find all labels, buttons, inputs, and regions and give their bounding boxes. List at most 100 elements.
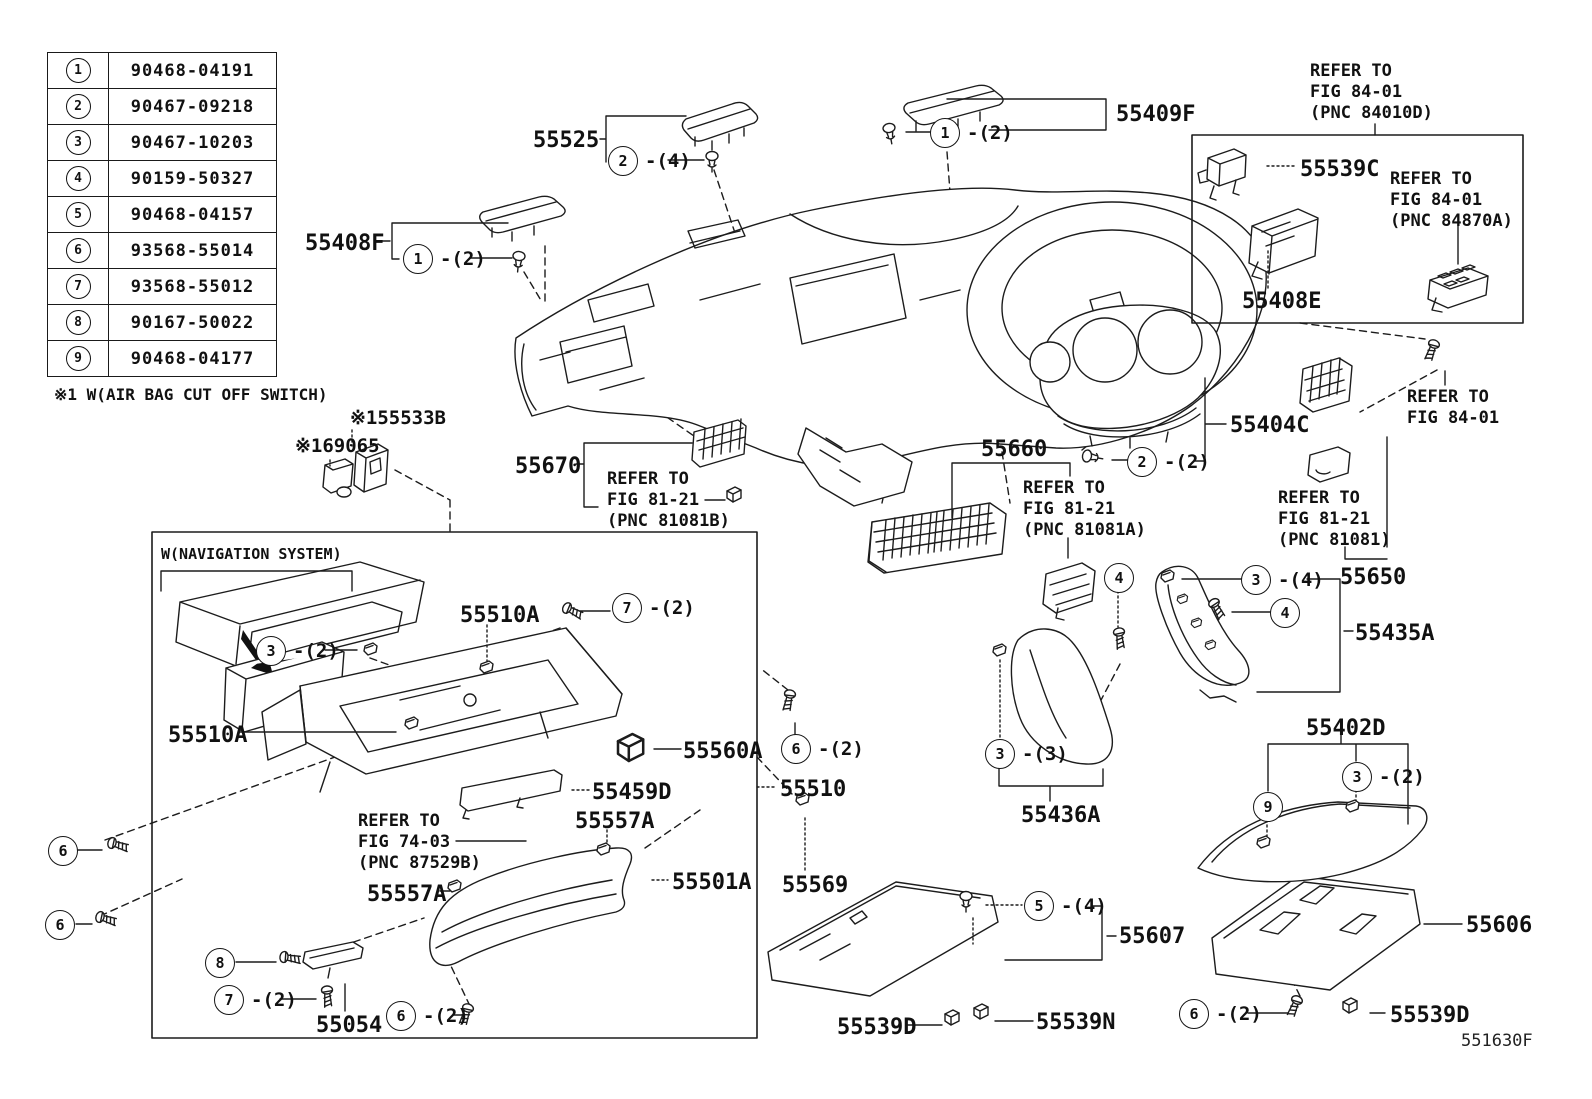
part-55539C <box>1197 148 1247 201</box>
callout-circle-6: 6 <box>386 1001 416 1031</box>
navigation-system-caption: W(NAVIGATION SYSTEM) <box>161 545 342 563</box>
cover-55525 <box>681 101 759 151</box>
part-label-55510: 55510 <box>780 777 847 802</box>
ref-note-line: REFER TO <box>1310 61 1392 81</box>
callout-circle-6: 6 <box>1179 999 1209 1029</box>
part-label-55408F: 55408F <box>305 231 385 256</box>
fastener-part-number: 90468-04157 <box>108 196 277 233</box>
callout-circle-1: 1 <box>403 244 433 274</box>
callout-circle-9: 9 <box>1253 792 1283 822</box>
airbag-footnote: ※1 W(AIR BAG CUT OFF SWITCH) <box>54 385 328 404</box>
fastener-number: 4 <box>65 166 91 191</box>
callout-qty: -(4) <box>1278 569 1324 591</box>
callout: 2-(2) <box>1127 447 1210 477</box>
ref-note-line: REFER TO <box>1023 478 1105 498</box>
fastener-number: 5 <box>65 202 91 227</box>
panel-55436A <box>1010 628 1113 765</box>
callout-circle-6: 6 <box>48 836 78 866</box>
callout: 9 <box>1253 792 1283 822</box>
part-label-55539D: 55539D <box>837 1015 917 1040</box>
callout: 7-(2) <box>612 593 695 623</box>
fastener-number: 9 <box>65 346 91 371</box>
part-label-55607: 55607 <box>1119 924 1186 949</box>
callout: 3-(2) <box>256 636 339 666</box>
fastener-part-number: 90467-09218 <box>108 88 277 125</box>
part-label-55525: 55525 <box>533 128 600 153</box>
callout: 6-(2) <box>1179 999 1262 1029</box>
part-label-55539C: 55539C <box>1300 157 1380 182</box>
ref-note-line: FIG 84-01 <box>1407 408 1500 428</box>
fastener-number: 7 <box>65 274 91 299</box>
callout-circle-3: 3 <box>1342 762 1372 792</box>
ref-note-line: FIG 84-01 <box>1390 190 1483 210</box>
callout-circle-4: 4 <box>1270 598 1300 628</box>
callout-circle-1: 1 <box>930 118 960 148</box>
part-label-155533B: ※155533B <box>350 407 446 429</box>
fastener-row: 1 90468-04191 <box>47 52 277 89</box>
callout-circle-4: 4 <box>1104 563 1134 593</box>
fastener-part-number: 93568-55014 <box>108 232 277 269</box>
callout: 4 <box>1270 598 1300 628</box>
callout-qty: -(4) <box>1061 895 1107 917</box>
ref-note-line: FIG 84-01 <box>1310 82 1403 102</box>
callout-qty: -(2) <box>251 989 297 1011</box>
callout-qty: -(3) <box>1022 743 1068 765</box>
callout: 6 -(2) <box>781 734 864 764</box>
part-label-55402D: 55402D <box>1306 716 1386 741</box>
part-label-55670: 55670 <box>515 454 582 479</box>
callout-circle-3: 3 <box>256 636 286 666</box>
part-84870A <box>1427 264 1489 313</box>
part-label-55409F: 55409F <box>1116 102 1196 127</box>
fastener-row: 9 90468-04177 <box>47 340 277 377</box>
part-label-169065: ※169065 <box>295 435 380 457</box>
fastener-row: 7 93568-55012 <box>47 268 277 305</box>
fastener-number: 2 <box>65 94 91 119</box>
callout-circle-6: 6 <box>781 734 811 764</box>
ref-note-line: FIG 74-03 <box>358 832 451 852</box>
callout-qty: -(2) <box>1379 766 1425 788</box>
ref-note-line: (PNC 81081B) <box>607 511 730 531</box>
fastener-number: 1 <box>65 58 91 83</box>
fastener-row: 3 90467-10203 <box>47 124 277 161</box>
callout: 3 -(3) <box>985 739 1068 769</box>
callout-circle-8: 8 <box>205 948 235 978</box>
bracket-55054 <box>302 941 364 979</box>
callout-qty: -(4) <box>645 150 691 172</box>
callout-circle-7: 7 <box>214 985 244 1015</box>
vent-55660 <box>867 502 1007 574</box>
fastener-number: 3 <box>65 130 91 155</box>
callout-qty: -(2) <box>423 1005 469 1027</box>
panel-55607 <box>767 881 999 997</box>
ref-note-line: REFER TO <box>358 811 440 831</box>
fastener-part-number: 90468-04191 <box>108 52 277 89</box>
part-label-55459D: 55459D <box>592 780 672 805</box>
callout-qty: -(2) <box>818 738 864 760</box>
ref-note-line: FIG 81-21 <box>1023 499 1116 519</box>
fastener-number: 8 <box>65 310 91 335</box>
vent-55670 <box>691 418 747 468</box>
part-label-55557A: 55557A <box>575 809 655 834</box>
part-label-55054: 55054 <box>316 1013 383 1038</box>
glovebox-assembly-box <box>151 531 758 1039</box>
callout: 4 <box>1104 563 1134 593</box>
fastener-part-number: 90467-10203 <box>108 124 277 161</box>
callout-circle-3: 3 <box>985 739 1015 769</box>
part-label-55650: 55650 <box>1340 565 1407 590</box>
part-label-55660: 55660 <box>981 437 1048 462</box>
ref-note-line: FIG 81-21 <box>1278 509 1371 529</box>
glovebox-door-55501A <box>429 847 633 967</box>
part-155533B <box>353 443 389 493</box>
ref-note-line: REFER TO <box>607 469 689 489</box>
dotted-leader-lines <box>329 165 1357 945</box>
fastener-part-number: 93568-55012 <box>108 268 277 305</box>
callout: 8 <box>205 948 235 978</box>
fastener-part-number: 90468-04177 <box>108 340 277 377</box>
